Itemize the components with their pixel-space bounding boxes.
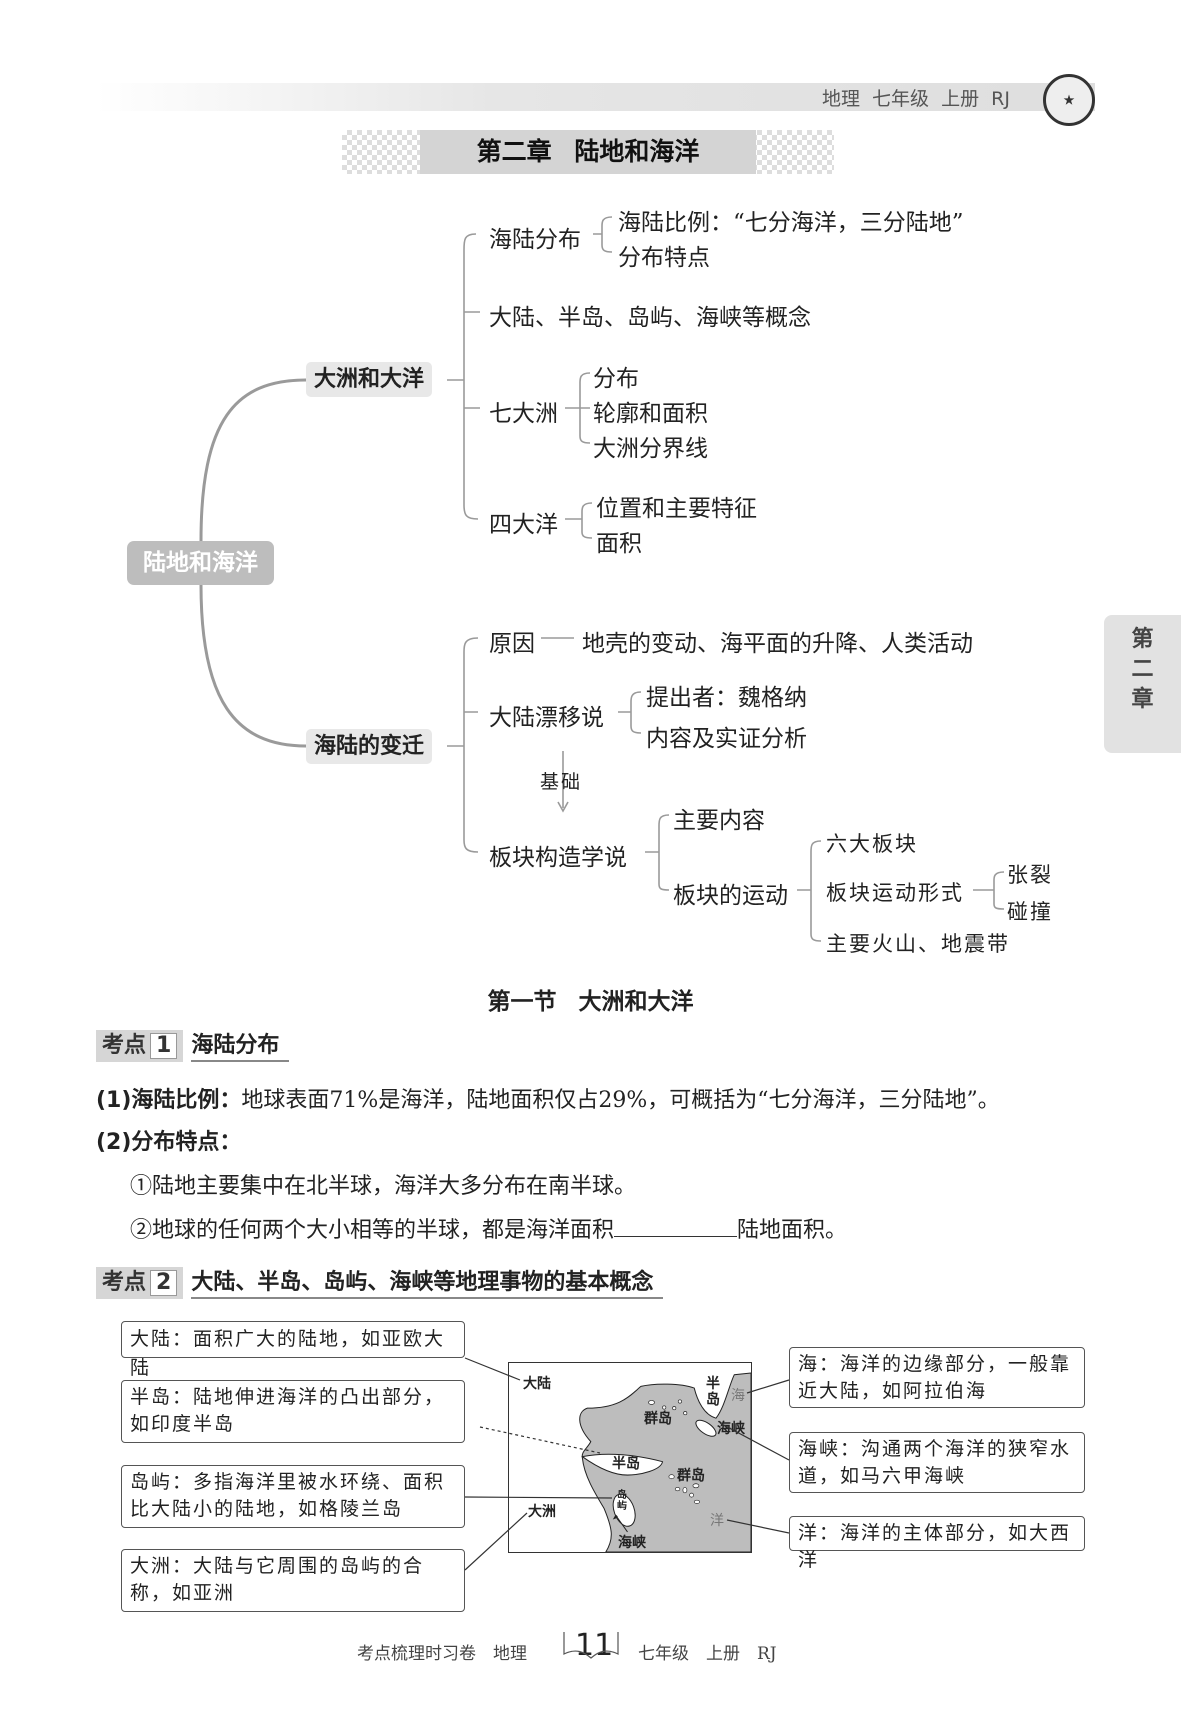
chapter-banner-center — [420, 130, 756, 174]
leaf-motion-forms: 板块运动形式 — [826, 881, 964, 905]
page-number: 11 — [575, 1628, 614, 1663]
leaf-six-plates: 六大板块 — [826, 832, 918, 856]
page-number-frame — [563, 1632, 619, 1659]
leaf-continent-distribution: 分布 — [593, 366, 639, 392]
node-land-sea-distribution: 海陆分布 — [489, 227, 581, 253]
tab-char: 第 — [1131, 627, 1154, 652]
leaf-outline-area: 轮廓和面积 — [593, 401, 708, 427]
section-title: 第一节 大洲和大洋 — [487, 989, 694, 1015]
map-label-archipelago-2: 群岛 — [677, 1468, 705, 1484]
paragraph-feature-2: ②地球的任何两个大小相等的半球，都是海洋面积陆地面积。 — [130, 1216, 848, 1243]
chapter-title: 第二章 陆地和海洋 — [476, 137, 700, 166]
map-label-sea: 海 — [731, 1388, 745, 1404]
map-label-archipelago-1: 群岛 — [644, 1411, 672, 1427]
leaf-ratio: 海陆比例：“七分海洋，三分陆地” — [618, 210, 964, 236]
chapter-side-tab[interactable]: 第 二 章 — [1104, 615, 1181, 753]
definition-box-sea: 海：海洋的边缘部分，一般靠近大陆，如阿拉伯海 — [789, 1347, 1085, 1408]
map-label-strait-1: 海峡 — [717, 1421, 745, 1437]
map-label-ocean: 洋 — [710, 1513, 724, 1529]
leaf-content-evidence: 内容及实证分析 — [646, 726, 807, 752]
kaodian-title: 海陆分布 — [191, 1032, 290, 1062]
definition-box-continent-region: 大洲：大陆与它周围的岛屿的合称，如亚洲 — [121, 1549, 465, 1612]
map-label-island: 岛屿 — [617, 1490, 627, 1512]
definition-box-ocean: 洋：海洋的主体部分，如大西洋 — [789, 1516, 1085, 1571]
leaf-main-content: 主要内容 — [673, 808, 765, 834]
node-concepts: 大陆、半岛、岛屿、海峡等概念 — [489, 305, 811, 331]
leaf-volcano-belts: 主要火山、地震带 — [826, 932, 1010, 956]
tab-char: 章 — [1131, 687, 1154, 712]
footer-left: 考点梳理时习卷 地理 — [357, 1644, 527, 1664]
leaf-ocean-area: 面积 — [596, 531, 642, 557]
leaf-proposer: 提出者：魏格纳 — [646, 685, 807, 711]
node-continental-drift: 大陆漂移说 — [489, 705, 604, 731]
leaf-rifting: 张裂 — [1007, 863, 1053, 887]
definition-box-peninsula: 半岛：陆地伸进海洋的凸出部分，如印度半岛 — [121, 1380, 465, 1443]
publisher-logo: ★ — [1043, 74, 1095, 126]
leaf-boundaries: 大洲分界线 — [593, 436, 708, 462]
node-continents-oceans: 大洲和大洋 — [306, 362, 433, 397]
paragraph-ratio: (1)海陆比例：地球表面71%是海洋，陆地面积仅占29%，可概括为“七分海洋，三… — [96, 1088, 1000, 1113]
node-plate-motion: 板块的运动 — [673, 883, 788, 909]
node-seven-continents: 七大洲 — [489, 401, 558, 427]
definition-box-island: 岛屿：多指海洋里被水环绕、面积比大陆小的陆地，如格陵兰岛 — [121, 1465, 465, 1528]
leaf-collision: 碰撞 — [1007, 900, 1053, 924]
map-label-continent-region: 大洲 — [528, 1504, 556, 1520]
paragraph-feature-1: ①陆地主要集中在北半球，海洋大多分布在南半球。 — [130, 1174, 637, 1199]
header-bar — [95, 83, 1095, 111]
footer-right: 七年级 上册 RJ — [638, 1644, 777, 1664]
header-text: 地理 七年级 上册 RJ — [822, 88, 1010, 110]
label-basis: 基础 — [540, 771, 583, 793]
node-plate-tectonics: 板块构造学说 — [489, 845, 627, 871]
mindmap-root: 陆地和海洋 — [127, 541, 274, 585]
definition-box-continent: 大陆：面积广大的陆地，如亚欧大陆 — [121, 1321, 465, 1379]
node-four-oceans: 四大洋 — [489, 512, 558, 538]
kaodian-title: 大陆、半岛、岛屿、海峡等地理事物的基本概念 — [191, 1269, 664, 1299]
leaf-ocean-position: 位置和主要特征 — [596, 496, 757, 522]
map-label-strait-2: 海峡 — [618, 1535, 646, 1551]
map-label-peninsula: 半岛 — [612, 1456, 640, 1472]
leaf-reason-text: 地壳的变动、海平面的升降、人类活动 — [582, 631, 973, 657]
node-land-sea-change: 海陆的变迁 — [306, 729, 433, 764]
tab-char: 二 — [1131, 657, 1154, 682]
node-reason: 原因 — [489, 631, 535, 657]
map-label-continent: 大陆 — [523, 1376, 551, 1392]
map-label-peninsula-top: 半岛 — [706, 1376, 720, 1408]
fill-blank[interactable] — [614, 1216, 738, 1237]
paragraph-features-label: (2)分布特点： — [96, 1130, 242, 1155]
definition-box-strait: 海峡：沟通两个海洋的狭窄水道，如马六甲海峡 — [789, 1432, 1085, 1493]
leaf-features: 分布特点 — [618, 245, 710, 271]
